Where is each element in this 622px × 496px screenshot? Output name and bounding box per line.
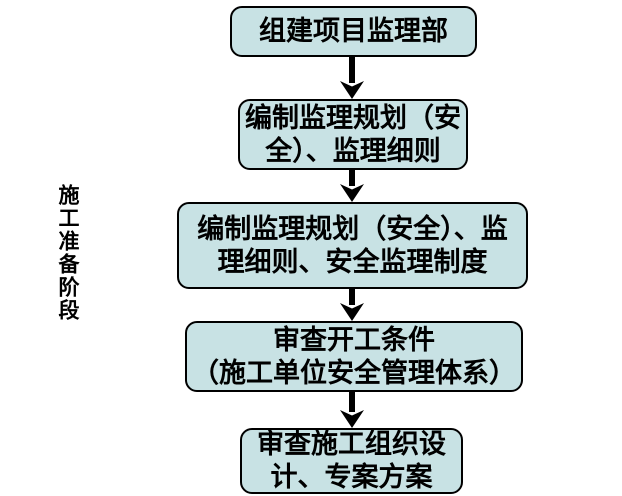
down-arrow-2	[340, 170, 364, 202]
flow-node-3-line-1: 编制监理规划（安全）、监	[197, 213, 508, 244]
flow-node-2-line-1: 编制监理规划（安	[245, 102, 461, 133]
flow-node-5-line-2: 计、专案方案	[270, 462, 433, 492]
down-arrow-4	[340, 392, 364, 428]
flow-node-5-line-1: 审查施工组织设	[257, 429, 446, 459]
flow-node-2: 编制监理规划（安 全）、监理细则	[238, 99, 468, 170]
down-arrow-1	[340, 57, 364, 99]
stage-label: 施工准备阶段	[56, 184, 80, 322]
flow-node-3-line-2: 理细则、安全监理制度	[217, 246, 488, 277]
flow-node-2-line-2: 全）、监理细则	[265, 135, 441, 166]
down-arrow-3	[340, 289, 364, 321]
flow-node-1-line-1: 组建项目监理部	[259, 16, 448, 46]
flow-node-1: 组建项目监理部	[230, 6, 477, 57]
flow-node-3: 编制监理规划（安全）、监 理细则、安全监理制度	[177, 202, 528, 289]
flow-node-4: 审查开工条件 （施工单位安全管理体系）	[185, 321, 523, 392]
flow-node-5: 审查施工组织设 计、专案方案	[240, 428, 463, 494]
flow-node-4-line-1: 审查开工条件	[273, 324, 435, 355]
flow-node-4-line-2: （施工单位安全管理体系）	[192, 357, 516, 388]
